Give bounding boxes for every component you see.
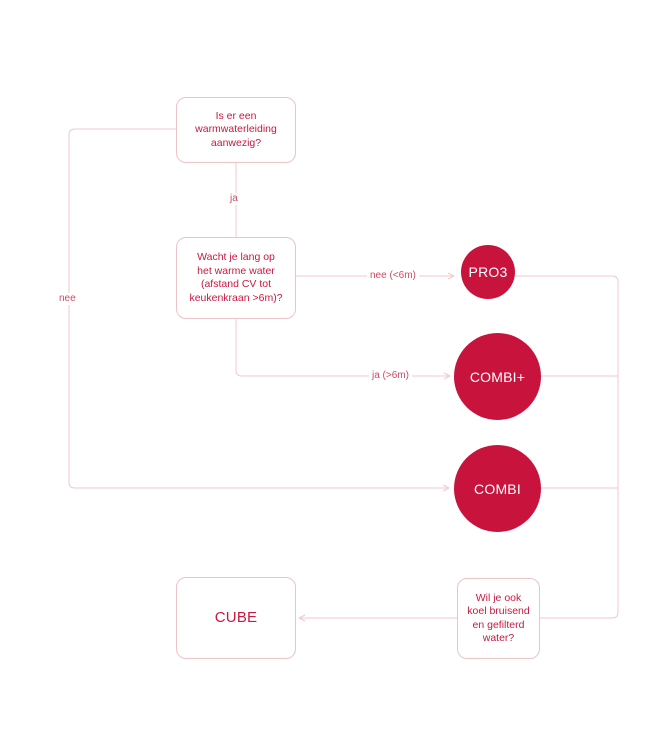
question-sparkling-water: Wil je ook koel bruisend en gefilterd wa… xyxy=(457,578,540,659)
product-cube-label: CUBE xyxy=(214,609,258,627)
question-wait-hot-water: Wacht je lang op het warme water (afstan… xyxy=(176,237,296,319)
edge-label-nee-left: nee xyxy=(56,293,79,305)
question-wait-hot-water-text: Wacht je lang op het warme water (afstan… xyxy=(189,251,283,304)
product-combi-plus-label: COMBI+ xyxy=(469,368,526,385)
edge-label-ja-long: ja (>6m) xyxy=(369,370,412,382)
product-combi-plus-circle: COMBI+ xyxy=(454,333,541,420)
connector-q2-to-combi-plus xyxy=(235,319,450,376)
question-sparkling-water-text: Wil je ook koel bruisend en gefilterd wa… xyxy=(467,591,530,645)
product-combi-label: COMBI xyxy=(474,480,521,497)
question-hot-water-pipe-text: Is er een warmwaterleiding aanwezig? xyxy=(195,109,277,149)
connector-pro3-to-sparkling xyxy=(515,275,619,619)
product-combi-circle: COMBI xyxy=(454,445,541,532)
connector-q1-to-combi xyxy=(68,128,449,488)
question-hot-water-pipe: Is er een warmwaterleiding aanwezig? xyxy=(176,97,296,163)
product-cube-box: CUBE xyxy=(176,577,296,659)
edge-label-ja: ja xyxy=(227,193,241,205)
product-pro3-circle: PRO3 xyxy=(461,245,515,299)
product-pro3-label: PRO3 xyxy=(468,264,508,280)
edge-label-nee-short: nee (<6m) xyxy=(367,270,419,282)
